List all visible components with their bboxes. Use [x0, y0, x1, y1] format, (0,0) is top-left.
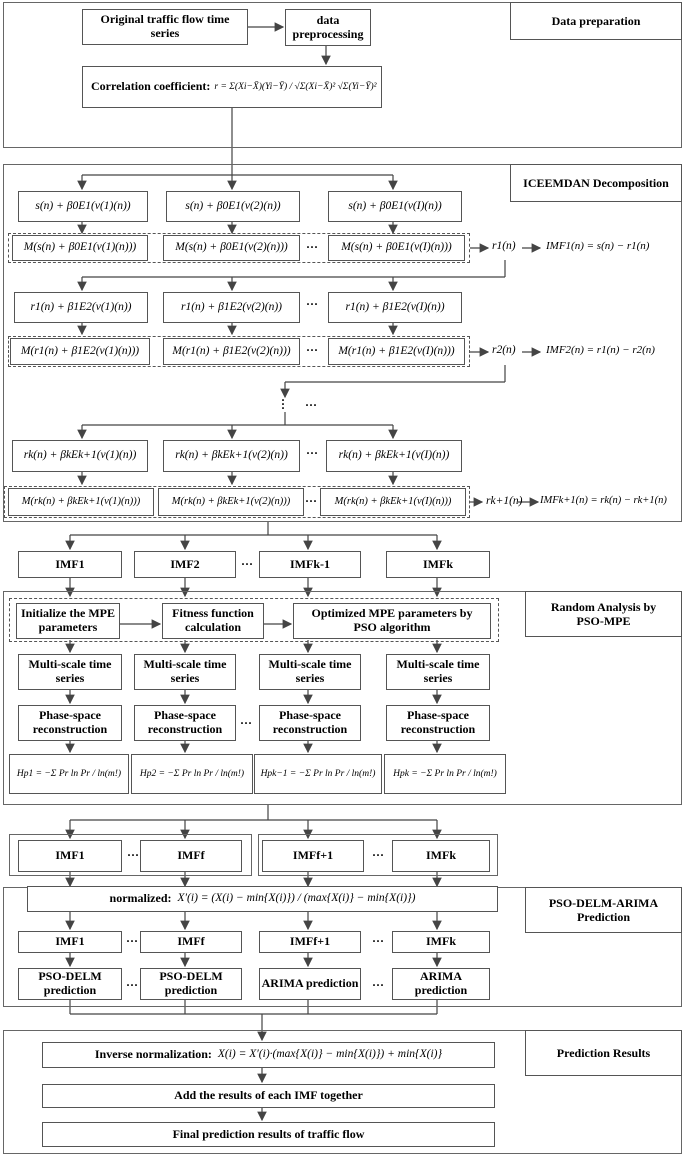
model-box-delm-2: PSO-DELM prediction [140, 968, 242, 1000]
results-panel [3, 1030, 682, 1154]
multiscale-box-2: Multi-scale time series [134, 654, 236, 690]
residue-box-3: r1(n) + β1E2(v(I)(n)) [328, 292, 462, 323]
residue-rk1: rk+1(n) [486, 495, 523, 507]
preprocessing-box: data preprocessing [285, 9, 371, 46]
section-label-results: Prediction Results [525, 1030, 682, 1076]
imf-box-k: IMFk [386, 551, 490, 578]
residue-k-box-3: rk(n) + βkEk+1(v(I)(n)) [326, 440, 462, 472]
entropy-box-2: Hp2 = −Σ Pr ln Pr / ln(m!) [131, 754, 253, 794]
ellipsis: ··· [306, 446, 319, 460]
entropy-box-4: Hpk = −Σ Pr ln Pr / ln(m!) [384, 754, 506, 794]
section-label-prediction: PSO-DELM-ARIMA Prediction [525, 887, 682, 933]
normalized-box: normalized: X′(i) = (X(i) − min{X(i)}) /… [27, 886, 498, 912]
residue-box-2: r1(n) + β1E2(v(2)(n)) [163, 292, 300, 323]
ellipsis: ··· [306, 343, 319, 357]
ellipsis: ··· [306, 297, 319, 311]
ellipsis: ··· [372, 934, 385, 948]
predict-imf-1: IMF1 [18, 931, 122, 953]
phase-space-box-3: Phase-space reconstruction [259, 705, 361, 741]
imfk1-equation: IMFk+1(n) = rk(n) − rk+1(n) [540, 495, 667, 506]
normalized-formula: X′(i) = (X(i) − min{X(i)}) / (max{X(i)} … [177, 892, 416, 905]
multiscale-box-1: Multi-scale time series [18, 654, 122, 690]
group-imf-1: IMF1 [18, 840, 122, 872]
residue-k-box-2: rk(n) + βkEk+1(v(2)(n)) [163, 440, 300, 472]
mean-residue-box-3: M(r1(n) + β1E2(v(I)(n))) [328, 338, 465, 365]
mean-residue-k-box-1: M(rk(n) + βkEk+1(v(1)(n))) [8, 488, 154, 516]
mean-residue-k-box-3: M(rk(n) + βkEk+1(v(I)(n))) [320, 488, 466, 516]
model-box-arima-2: ARIMA prediction [392, 968, 490, 1000]
entropy-box-1: Hp1 = −Σ Pr ln Pr / ln(m!) [9, 754, 129, 794]
mean-residue-k-box-2: M(rk(n) + βkEk+1(v(2)(n))) [158, 488, 304, 516]
phase-space-box-4: Phase-space reconstruction [386, 705, 490, 741]
imf-box-2: IMF2 [134, 551, 236, 578]
arima-group [258, 834, 498, 876]
ellipsis: ··· [305, 398, 318, 412]
multiscale-box-4: Multi-scale time series [386, 654, 490, 690]
correlation-formula: r = Σ(Xi−X̄)(Yi−Ȳ) / √Σ(Xi−X̄)² √Σ(Yi−Ȳ)… [214, 81, 377, 92]
pso-mpe-group [9, 598, 499, 642]
signal-box-3: s(n) + β0E1(v(I)(n)) [328, 191, 462, 222]
residue-r1: r1(n) [492, 240, 516, 252]
section-label-iceemdan: ICEEMDAN Decomposition [510, 164, 682, 202]
normalized-label: normalized: [109, 891, 172, 906]
mean-box-3: M(s(n) + β0E1(v(I)(n))) [328, 235, 465, 261]
mean-group-2 [8, 336, 470, 367]
signal-box-2: s(n) + β0E1(v(2)(n)) [166, 191, 300, 222]
ellipsis: ··· [126, 978, 139, 992]
imf2-equation: IMF2(n) = r1(n) − r2(n) [546, 344, 655, 356]
model-box-delm-1: PSO-DELM prediction [18, 968, 122, 1000]
delm-group [9, 834, 252, 876]
mean-box-2: M(s(n) + β0E1(v(2)(n))) [163, 235, 300, 261]
imf1-equation: IMF1(n) = s(n) − r1(n) [546, 240, 650, 252]
residue-box-1: r1(n) + β1E2(v(1)(n)) [14, 292, 148, 323]
model-box-arima-1: ARIMA prediction [259, 968, 361, 1000]
ellipsis: ··· [240, 716, 253, 730]
multiscale-box-3: Multi-scale time series [259, 654, 361, 690]
group-imf-f: IMFf [140, 840, 242, 872]
data-preparation-panel [3, 2, 682, 148]
predict-imf-k: IMFk [392, 931, 490, 953]
predict-imf-f-plus-1: IMFf+1 [259, 931, 361, 953]
group-imf-f-plus-1: IMFf+1 [262, 840, 364, 872]
predict-imf-f: IMFf [140, 931, 242, 953]
mean-group-k [4, 486, 470, 518]
correlation-box: Correlation coefficient: r = Σ(Xi−X̄)(Yi… [82, 66, 382, 108]
init-mpe-box: Initialize the MPE parameters [16, 603, 120, 639]
random-analysis-panel [3, 591, 682, 805]
optimized-mpe-box: Optimized MPE parameters by PSO algorith… [293, 603, 491, 639]
residue-r2: r2(n) [492, 344, 516, 356]
ellipsis: ··· [127, 848, 140, 862]
phase-space-box-2: Phase-space reconstruction [134, 705, 236, 741]
residue-k-box-1: rk(n) + βkEk+1(v(1)(n)) [12, 440, 148, 472]
mean-group-1 [8, 233, 470, 263]
mean-residue-box-1: M(r1(n) + β1E2(v(1)(n))) [10, 338, 150, 365]
ellipsis: ··· [305, 494, 318, 508]
iceemdan-panel [3, 164, 682, 522]
ellipsis: ··· [372, 848, 385, 862]
mean-residue-box-2: M(r1(n) + β1E2(v(2)(n))) [163, 338, 300, 365]
ellipsis: ··· [372, 978, 385, 992]
phase-space-box-1: Phase-space reconstruction [18, 705, 122, 741]
section-label-data-preparation: Data preparation [510, 2, 682, 40]
inverse-formula: X(i) = X′(i)·(max{X(i)} − min{X(i)}) + m… [217, 1048, 443, 1061]
signal-box-1: s(n) + β0E1(v(1)(n)) [18, 191, 148, 222]
entropy-box-3: Hpk−1 = −Σ Pr ln Pr / ln(m!) [254, 754, 382, 794]
imf-box-1: IMF1 [18, 551, 122, 578]
add-results-box: Add the results of each IMF together [42, 1084, 495, 1108]
mean-box-1: M(s(n) + β0E1(v(1)(n))) [12, 235, 148, 261]
ellipsis: ··· [241, 557, 254, 571]
final-results-box: Final prediction results of traffic flow [42, 1122, 495, 1147]
original-series-box: Original traffic flow time series [82, 9, 248, 45]
group-imf-k: IMFk [392, 840, 490, 872]
vertical-ellipsis: ··· [281, 393, 286, 415]
inverse-label: Inverse normalization: [94, 1047, 212, 1062]
fitness-box: Fitness function calculation [162, 603, 264, 639]
section-label-random-analysis: Random Analysis by PSO-MPE [525, 591, 682, 637]
ellipsis: ··· [126, 934, 139, 948]
inverse-normalization-box: Inverse normalization: X(i) = X′(i)·(max… [42, 1042, 495, 1068]
ellipsis: ··· [306, 240, 319, 254]
imf-box-k-minus-1: IMFk-1 [259, 551, 361, 578]
correlation-label: Correlation coefficient: [91, 79, 211, 94]
